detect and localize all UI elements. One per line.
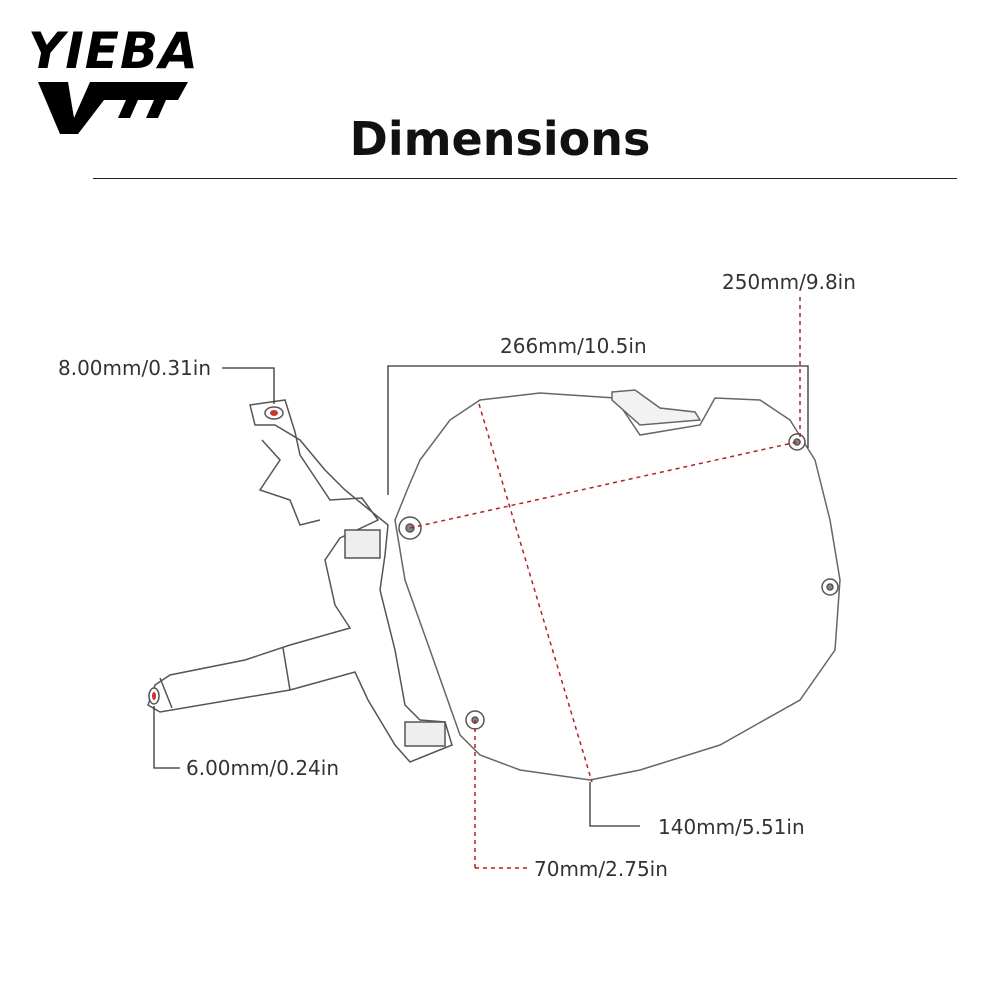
leader-lines bbox=[153, 365, 809, 827]
dim-label-height: 140mm/5.51in bbox=[658, 815, 805, 839]
brand-name: YIEBA bbox=[28, 22, 199, 80]
mounting-bracket bbox=[147, 399, 453, 763]
dim-label-diagonal: 250mm/9.8in bbox=[722, 270, 856, 294]
brand-wing-icon bbox=[38, 82, 188, 134]
dim-label-overall-width: 266mm/10.5in bbox=[500, 334, 647, 358]
dim-label-hole-small: 6.00mm/0.24in bbox=[186, 756, 339, 780]
measure-lines bbox=[409, 297, 801, 869]
brand-logo: YIEBA bbox=[28, 26, 198, 146]
page-title: Dimensions bbox=[349, 112, 651, 166]
guard-plate bbox=[394, 389, 841, 781]
bracket-holes bbox=[148, 406, 284, 705]
plate-holes bbox=[398, 433, 839, 730]
title-divider bbox=[93, 178, 957, 179]
dim-label-hole-large: 8.00mm/0.31in bbox=[58, 356, 211, 380]
dim-label-bottom-offset: 70mm/2.75in bbox=[534, 857, 668, 881]
